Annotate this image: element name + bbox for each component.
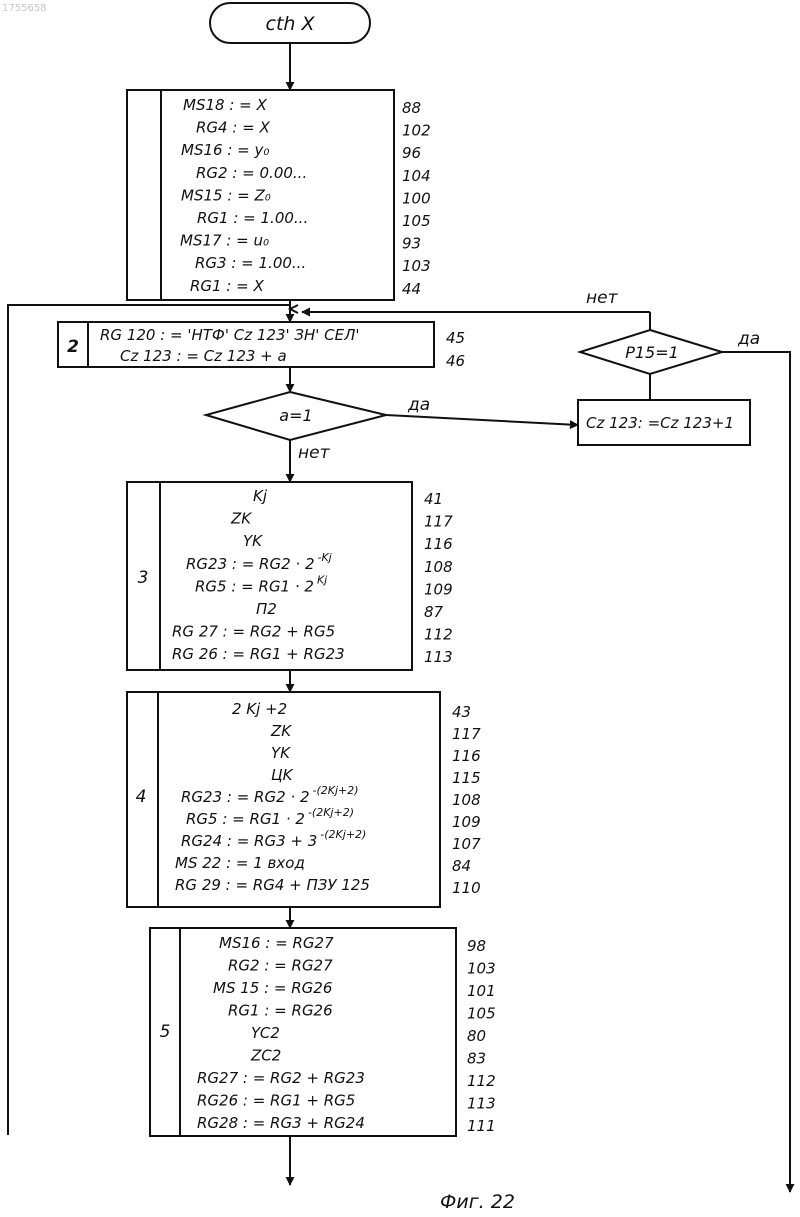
block4-number: 4	[136, 787, 147, 807]
block5-ref: 113	[467, 1095, 496, 1113]
block5-ref: 83	[467, 1050, 486, 1068]
block4-line: RG 29 : = RG4 + ПЗУ 125	[175, 876, 370, 894]
block4-line: YK	[271, 744, 291, 762]
block5-ref: 111	[467, 1117, 496, 1135]
block4-ref: 116	[452, 747, 481, 765]
block1-line: RG1 : = X	[190, 277, 265, 295]
block1-ref: 104	[402, 167, 431, 185]
block4-ref: 117	[452, 725, 481, 743]
block4-exponent: -(2Kj+2)	[320, 828, 366, 841]
block3-ref: 41	[424, 490, 443, 508]
return-arrow	[290, 305, 298, 313]
figure-caption: Фиг. 22	[440, 1191, 515, 1213]
block4-ref: 110	[452, 879, 481, 897]
block5-line: RG2 : = RG27	[228, 957, 333, 975]
block1-line: MS16 : = y₀	[181, 141, 269, 159]
block3-ref: 116	[424, 535, 453, 553]
yes-exit-line	[722, 352, 790, 1192]
decision-a-text: a=1	[279, 406, 312, 425]
block3-line: RG 26 : = RG1 + RG23	[172, 645, 345, 663]
block5-ref: 98	[467, 937, 486, 955]
decision-p15-text: P15=1	[625, 343, 679, 362]
block4-ref: 107	[452, 835, 481, 853]
block1-line: MS18 : = X	[183, 96, 267, 114]
block4-exponent: -(2Kj+2)	[313, 784, 359, 797]
block4-exponent: -(2Kj+2)	[308, 806, 354, 819]
block2-ref: 46	[446, 352, 465, 370]
block3-ref: 108	[424, 558, 453, 576]
decision-a-no-label: нет	[298, 443, 331, 463]
block3-exponent: -Kj	[318, 551, 333, 564]
block4-line: ZK	[270, 722, 292, 740]
block1-line: RG1 : = 1.00...	[197, 209, 308, 227]
block1-ref: 103	[402, 257, 431, 275]
decision-p15-no-label: нет	[586, 288, 619, 308]
block1-ref: 100	[402, 189, 431, 207]
block3-ref: 109	[424, 580, 453, 598]
block1-ref: 88	[402, 99, 421, 117]
block3-line: RG5 : = RG1 · 2Kj	[195, 573, 328, 595]
block3-ref: 112	[424, 626, 453, 644]
block4-line: MS 22 : = 1 вход	[175, 854, 305, 872]
block3-line: ZK	[230, 510, 252, 528]
block5-line: MS 15 : = RG26	[213, 979, 332, 997]
block5-number: 5	[160, 1022, 171, 1042]
block3-ref: 117	[424, 513, 453, 531]
block2-line: Cz 123 : = Cz 123 + a	[120, 347, 287, 365]
block4-ref: 84	[452, 857, 471, 875]
block1-ref: 96	[402, 144, 421, 162]
block1-line: MS17 : = u₀	[180, 232, 269, 250]
block5-ref: 101	[467, 982, 496, 1000]
block5-ref: 103	[467, 960, 496, 978]
block3-ref: 113	[424, 648, 453, 666]
block3-box	[127, 482, 412, 670]
decision-a-yes-label: да	[407, 395, 430, 415]
block3-line: П2	[256, 600, 277, 618]
block4-ref: 115	[452, 769, 481, 787]
block3-line: RG 27 : = RG2 + RG5	[172, 623, 335, 641]
block2-ref: 45	[446, 329, 465, 347]
block3-exponent: Kj	[317, 573, 328, 586]
block1-line: MS15 : = Z₀	[181, 186, 271, 204]
block5-line: YC2	[251, 1024, 280, 1042]
block5-ref: 80	[467, 1027, 486, 1045]
block3-line: Kj	[253, 487, 268, 505]
counter-box-text: Cz 123: =Cz 123+1	[586, 414, 734, 432]
block3-number: 3	[138, 568, 149, 588]
block4-ref: 109	[452, 813, 481, 831]
block3-line: RG23 : = RG2 · 2-Kj	[186, 551, 333, 573]
block4-ref: 108	[452, 791, 481, 809]
block1-line: RG4 : = X	[196, 119, 271, 137]
block4-line: 2 Kj +2	[232, 700, 287, 718]
block4-line: RG24 : = RG3 + 3-(2Kj+2)	[181, 828, 366, 850]
block3-ref: 87	[424, 603, 444, 621]
block1-line: RG3 : = 1.00...	[195, 254, 306, 272]
block1-line: RG2 : = 0.00...	[196, 164, 307, 182]
block5-line: ZC2	[250, 1047, 281, 1065]
block5-line: RG1 : = RG26	[228, 1002, 333, 1020]
block1-ref: 105	[402, 212, 431, 230]
block4-ref: 43	[452, 703, 471, 721]
block5-line: RG27 : = RG2 + RG23	[197, 1069, 365, 1087]
block4-line: ЦK	[271, 766, 294, 784]
block5-line: RG26 : = RG1 + RG5	[197, 1092, 355, 1110]
block1-ref: 93	[402, 235, 421, 253]
block2-line: RG 120 : = 'НТФ' Cz 123' ЗН' СЕЛ'	[100, 326, 360, 344]
watermark: 1755658	[2, 3, 47, 14]
block5-ref: 112	[467, 1072, 496, 1090]
block5-line: RG28 : = RG3 + RG24	[197, 1114, 365, 1132]
block5-line: MS16 : = RG27	[219, 934, 334, 952]
block4-line: RG5 : = RG1 · 2-(2Kj+2)	[186, 806, 354, 828]
block3-line: YK	[243, 532, 263, 550]
block5-ref: 105	[467, 1005, 496, 1023]
block1-ref: 102	[402, 122, 431, 140]
block2-number: 2	[67, 337, 79, 357]
block1-ref: 44	[402, 280, 421, 298]
start-label: cth X	[266, 13, 316, 35]
decision-p15-yes-label: да	[737, 329, 760, 349]
block4-line: RG23 : = RG2 · 2-(2Kj+2)	[181, 784, 359, 806]
yes-branch-line	[386, 415, 578, 425]
